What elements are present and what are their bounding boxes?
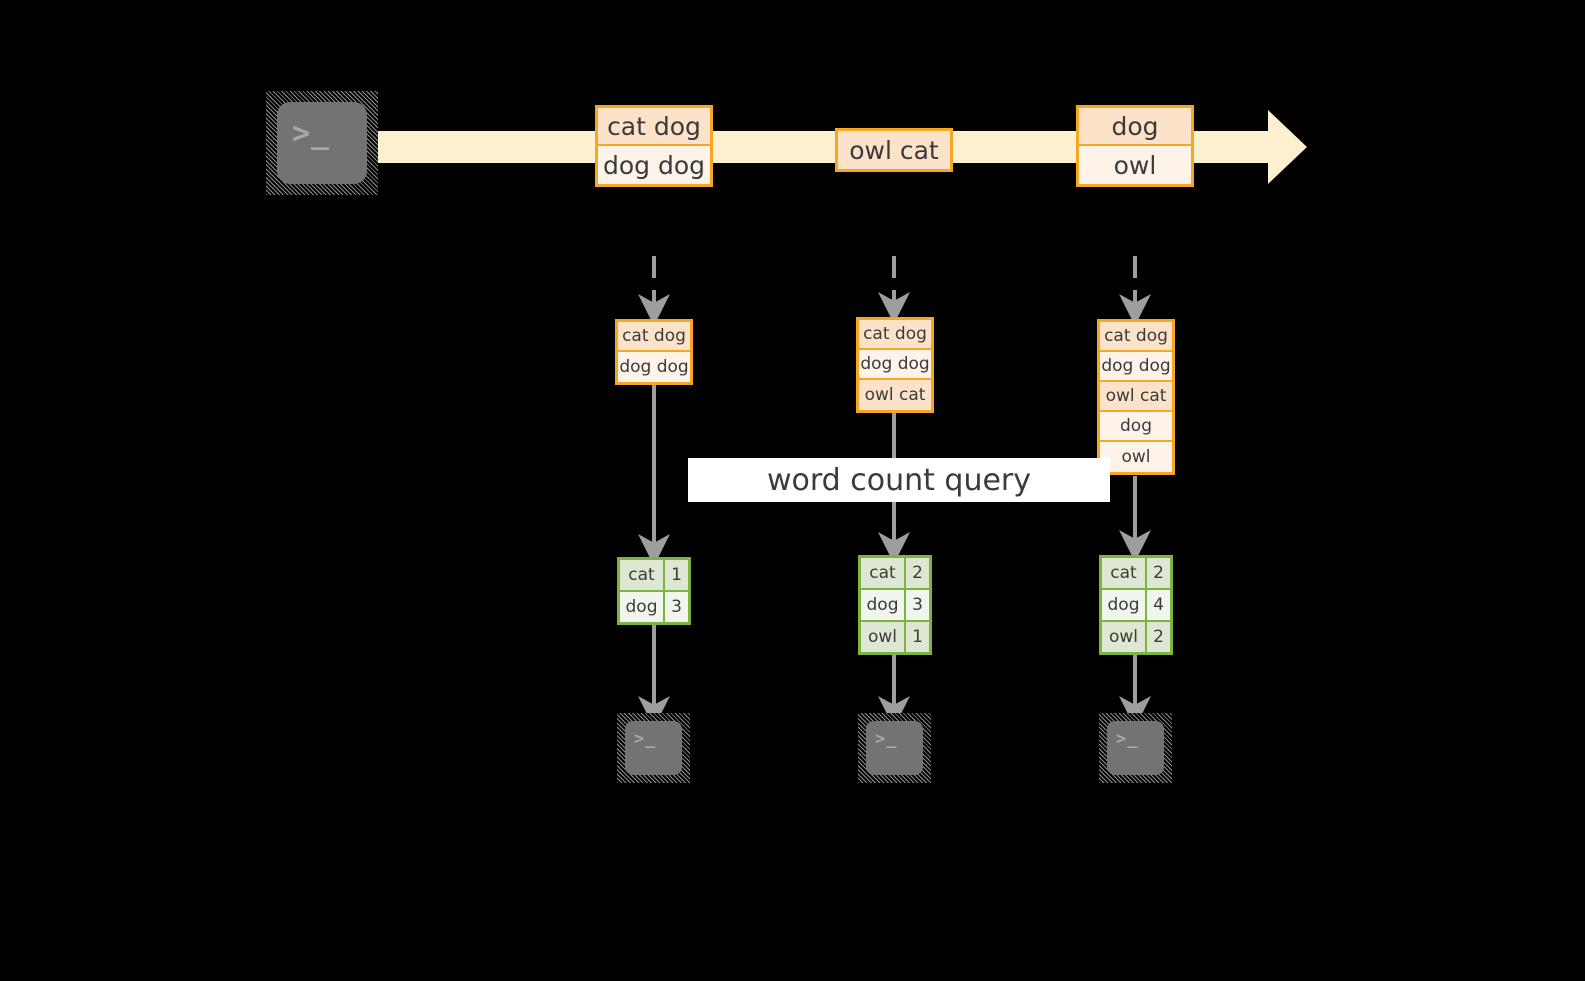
producer-terminal-icon[interactable]: >_ xyxy=(266,91,378,195)
terminal-prompt-glyph: >_ xyxy=(634,729,657,749)
table-row: dog 4 xyxy=(1102,590,1170,622)
result-3-word-2: dog xyxy=(1102,590,1147,620)
snapshot-1-line-2: dog dog xyxy=(618,352,690,382)
snapshot-3-line-5: owl xyxy=(1100,442,1172,472)
result-1-count-2: 3 xyxy=(665,592,688,622)
table-row: cat 2 xyxy=(1102,558,1170,590)
terminal-prompt-glyph: >_ xyxy=(875,729,898,749)
result-2-count-3: 1 xyxy=(906,622,929,652)
consumer-terminal-icon-2[interactable]: >_ xyxy=(858,713,931,783)
result-1-count-1: 1 xyxy=(665,560,688,590)
result-3-word-1: cat xyxy=(1102,558,1147,588)
table-row: cat 1 xyxy=(620,560,688,592)
terminal-face xyxy=(866,721,923,775)
snapshot-3-line-4: dog xyxy=(1100,412,1172,442)
result-table-2[interactable]: cat 2 dog 3 owl 1 xyxy=(858,555,932,655)
consumer-terminal-icon-1[interactable]: >_ xyxy=(617,713,690,783)
result-3-word-3: owl xyxy=(1102,622,1147,652)
stream-message-1-line-2: dog dog xyxy=(598,146,710,184)
snapshot-2-line-1: cat dog xyxy=(859,320,931,350)
table-row: owl 2 xyxy=(1102,622,1170,652)
snapshot-1-stack[interactable]: cat dog dog dog xyxy=(615,319,693,385)
snapshot-3-stack[interactable]: cat dog dog dog owl cat dog owl xyxy=(1097,319,1175,475)
terminal-face xyxy=(1107,721,1164,775)
table-row: owl 1 xyxy=(861,622,929,652)
snapshot-2-line-3: owl cat xyxy=(859,380,931,410)
stream-message-3-line-2: owl xyxy=(1079,146,1191,184)
result-table-1[interactable]: cat 1 dog 3 xyxy=(617,557,691,625)
result-3-count-2: 4 xyxy=(1147,590,1170,620)
result-table-3[interactable]: cat 2 dog 4 owl 2 xyxy=(1099,555,1173,655)
stream-message-2[interactable]: owl cat xyxy=(835,128,953,172)
table-row: cat 2 xyxy=(861,558,929,590)
query-label-band: word count query xyxy=(688,458,1110,502)
result-1-word-1: cat xyxy=(620,560,665,590)
terminal-face xyxy=(277,102,367,184)
stream-message-2-line-1: owl cat xyxy=(838,131,950,169)
snapshot-3-line-3: owl cat xyxy=(1100,382,1172,412)
terminal-prompt-glyph: >_ xyxy=(292,116,331,151)
stream-message-1-line-1: cat dog xyxy=(598,108,710,146)
stream-message-3[interactable]: dog owl xyxy=(1076,105,1194,187)
stream-message-3-line-1: dog xyxy=(1079,108,1191,146)
table-row: dog 3 xyxy=(861,590,929,622)
table-row: dog 3 xyxy=(620,592,688,622)
result-2-word-1: cat xyxy=(861,558,906,588)
result-2-count-2: 3 xyxy=(906,590,929,620)
result-2-word-2: dog xyxy=(861,590,906,620)
snapshot-2-line-2: dog dog xyxy=(859,350,931,380)
query-label-text: word count query xyxy=(766,462,1032,498)
result-2-word-3: owl xyxy=(861,622,906,652)
terminal-prompt-glyph: >_ xyxy=(1116,729,1139,749)
result-2-count-1: 2 xyxy=(906,558,929,588)
snapshot-3-line-1: cat dog xyxy=(1100,322,1172,352)
snapshot-1-line-1: cat dog xyxy=(618,322,690,352)
result-1-word-2: dog xyxy=(620,592,665,622)
result-3-count-3: 2 xyxy=(1147,622,1170,652)
terminal-face xyxy=(625,721,682,775)
snapshot-2-stack[interactable]: cat dog dog dog owl cat xyxy=(856,317,934,413)
consumer-terminal-icon-3[interactable]: >_ xyxy=(1099,713,1172,783)
snapshot-3-line-2: dog dog xyxy=(1100,352,1172,382)
result-3-count-1: 2 xyxy=(1147,558,1170,588)
stream-message-1[interactable]: cat dog dog dog xyxy=(595,105,713,187)
